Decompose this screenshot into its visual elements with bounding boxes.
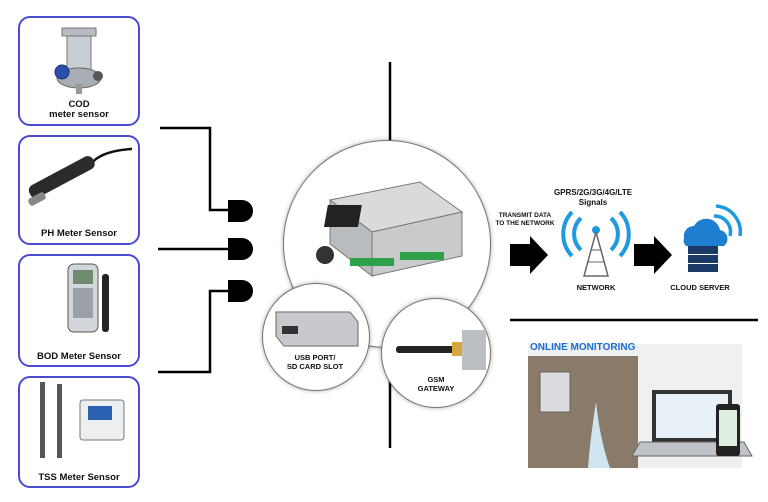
cod-sensor-image <box>54 27 103 94</box>
plug-2 <box>228 238 253 260</box>
tss-label: TSS Meter Sensor <box>38 472 120 483</box>
usb-label-line1: USB PORT/ <box>294 353 336 362</box>
network-label: NETWORK <box>576 283 616 292</box>
cod-label-line2: meter sensor <box>49 109 109 120</box>
usb-label-line2: SD CARD SLOT <box>286 362 344 371</box>
ph-sensor-image <box>28 147 133 206</box>
wifi-tower-icon <box>561 210 631 277</box>
ph-sensor-card: PH Meter Sensor <box>18 135 140 245</box>
signals-label-line1: GPRS/2G/3G/4G/LTE <box>553 188 633 197</box>
arrow-right-icon-1 <box>510 236 548 274</box>
bod-sensor-card: BOD Meter Sensor <box>18 254 140 367</box>
signals-label-line2: Signals <box>578 198 608 207</box>
gsm-label-line2: GATEWAY <box>417 384 455 393</box>
tss-sensor-card: TSS Meter Sensor <box>18 376 140 488</box>
tss-sensor-image <box>40 382 125 458</box>
arrow-right-icon-2 <box>634 236 672 274</box>
cloud-server-label: CLOUD SERVER <box>670 283 730 292</box>
transmit-label-line2: TO THE NETWORK <box>495 220 555 227</box>
bod-label: BOD Meter Sensor <box>37 351 121 362</box>
cod-sensor-card: COD meter sensor <box>18 16 140 126</box>
cod-label-line1: COD <box>68 99 90 110</box>
gsm-label-line1: GSM <box>427 375 445 384</box>
plug-1 <box>228 200 253 222</box>
ph-label: PH Meter Sensor <box>40 228 118 239</box>
online-monitoring-title: ONLINE MONITORING <box>530 342 636 353</box>
transmit-label-line1: TRANSMIT DATA <box>498 212 552 219</box>
cloud-server-icon <box>683 204 743 272</box>
bod-sensor-image <box>67 263 109 333</box>
plug-3 <box>228 280 253 302</box>
